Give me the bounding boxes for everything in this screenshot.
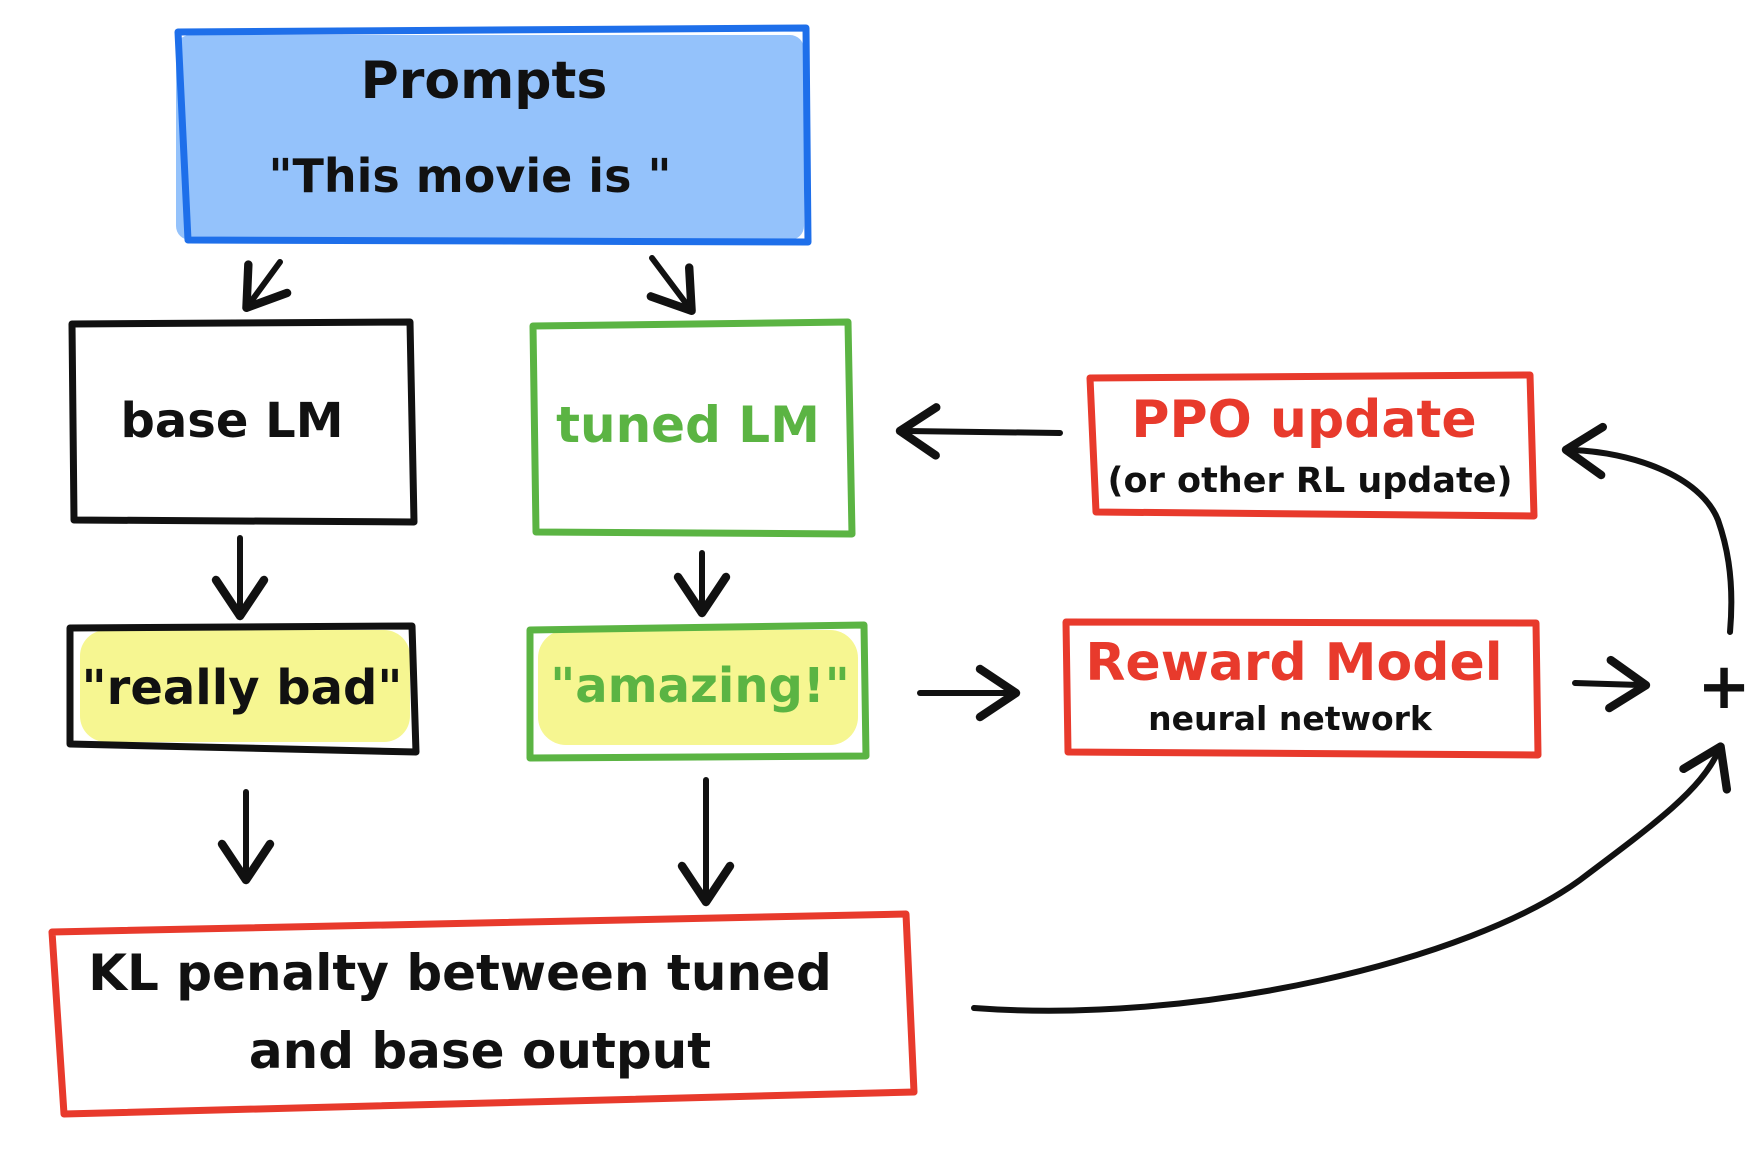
tuned-lm-box: tuned LM [529,318,856,538]
reward-model-title: Reward Model [1085,633,1502,693]
kl-penalty-box-border [48,910,918,1118]
reward-model-subtitle: neural network [1148,699,1433,738]
prompts-example: "This movie is " [269,149,672,203]
tuned-lm-label: tuned LM [556,396,820,454]
base-lm-box-border [68,318,418,526]
arrow-plus-to-ppo [1561,422,1735,635]
ppo-update-subtitle: (or other RL update) [1108,461,1513,501]
base-output-box-border [66,622,420,756]
arrow-kl-to-plus [971,742,1732,1014]
base-output-box: "really bad" [66,622,420,756]
reward-model-box-border [1062,618,1542,759]
arrow-ppo-to-tuned-lm [895,403,1063,460]
base-lm-box: base LM [68,318,418,526]
tuned-output-box-border [526,621,870,762]
ppo-update-box-border [1086,371,1538,520]
kl-penalty-line1: KL penalty between tuned [88,944,832,1002]
base-output-highlight [80,630,410,742]
ppo-update-box: PPO update (or other RL update) [1086,371,1538,520]
tuned-output-text: "amazing!" [550,658,850,714]
plus-symbol: + [1697,650,1751,724]
ppo-update-title: PPO update [1131,390,1476,450]
kl-penalty-box: KL penalty between tuned and base output [48,910,918,1118]
prompts-box-fill [176,35,804,240]
tuned-output-box: "amazing!" [526,621,870,762]
kl-penalty-line2: and base output [249,1022,711,1080]
arrow-prompts-to-base-lm [242,259,292,313]
tuned-lm-box-border [529,318,856,538]
prompts-box-border [174,24,812,246]
prompts-title: Prompts [361,51,608,111]
reward-model-box: Reward Model neural network [1062,618,1542,759]
base-lm-label: base LM [121,393,344,449]
arrow-prompts-to-tuned-lm [646,255,696,315]
base-output-text: "really bad" [82,660,403,716]
tuned-output-highlight [538,630,858,745]
prompts-box: Prompts "This movie is " [174,24,812,246]
arrow-reward-to-plus [1572,655,1651,713]
